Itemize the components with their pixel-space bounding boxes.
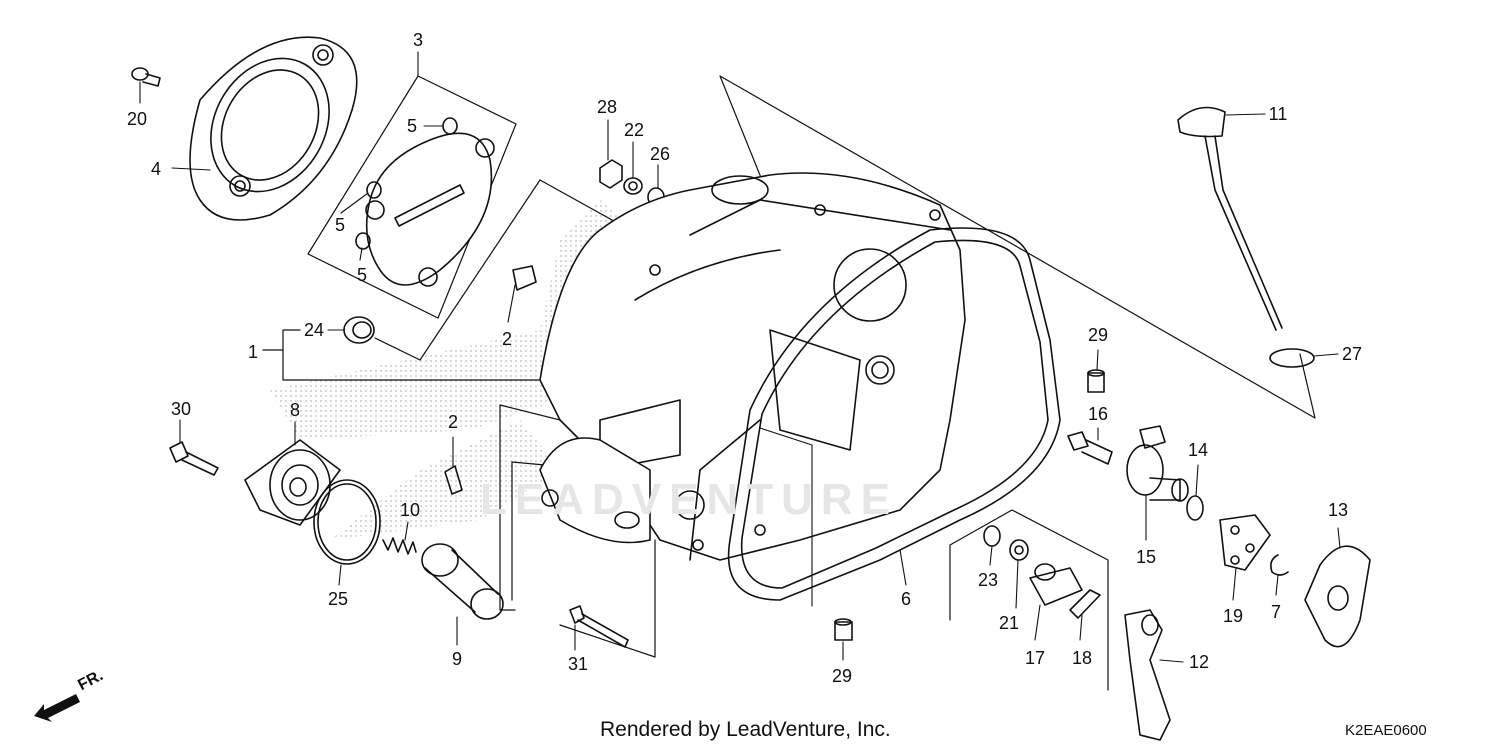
callout-23: 23 (977, 570, 999, 590)
callout-6: 6 (900, 589, 912, 609)
credit-text: Rendered by LeadVenture, Inc. (600, 718, 891, 741)
clutch-lifter-15 (1126, 425, 1189, 502)
circlip-7 (1270, 554, 1289, 576)
callout-1: 1 (247, 342, 259, 362)
callout-19: 19 (1222, 606, 1244, 626)
inner-plate-3 (365, 132, 495, 287)
bracket-17 (1029, 563, 1083, 606)
callout-10: 10 (399, 500, 421, 520)
callout-17: 17 (1024, 648, 1046, 668)
front-direction-arrow-icon (34, 694, 80, 722)
plate-19 (1219, 514, 1271, 571)
cam-plate-13 (1304, 545, 1371, 648)
callout-18: 18 (1071, 648, 1093, 668)
washer-5 (442, 117, 458, 135)
callout-5: 5 (356, 265, 368, 285)
washer-5b (366, 181, 382, 199)
clip-2a (512, 265, 537, 291)
callout-7: 7 (1270, 602, 1282, 622)
group-bracket-3 (307, 75, 517, 319)
callout-9: 9 (451, 649, 463, 669)
oil-filter-cap-8 (244, 439, 341, 526)
callout-28: 28 (596, 97, 618, 117)
callout-20: 20 (126, 109, 148, 129)
callout-11: 11 (1268, 104, 1288, 124)
callout-22: 22 (623, 120, 645, 140)
callout-24: 24 (303, 320, 325, 340)
lever-arm-12 (1124, 609, 1171, 741)
washer-21 (1009, 539, 1029, 561)
washer-5c (355, 232, 371, 250)
callout-16: 16 (1087, 404, 1109, 424)
bolt-31 (569, 605, 629, 648)
callout-25: 25 (327, 589, 349, 609)
callout-14: 14 (1187, 440, 1209, 460)
gasket-6 (727, 227, 1061, 601)
ring-14 (1186, 495, 1204, 521)
bolt-20 (131, 67, 161, 87)
o-ring-27 (1269, 348, 1315, 368)
callout-30: 30 (170, 399, 192, 419)
callout-13: 13 (1327, 500, 1349, 520)
callout-4: 4 (150, 159, 162, 179)
washer-23 (983, 525, 1001, 547)
nut-28 (599, 159, 623, 189)
spring-10 (382, 537, 417, 555)
diagram-code: K2EAE0600 (1345, 722, 1427, 739)
watermark: LEADVENTURE (480, 475, 899, 524)
callout-15: 15 (1135, 547, 1157, 567)
group-bracket-12 (949, 509, 1109, 691)
oil-filter-9 (421, 543, 504, 620)
dipstick-11 (1177, 106, 1283, 331)
bolt-30 (169, 441, 219, 476)
callout-27: 27 (1341, 344, 1363, 364)
callout-5: 5 (406, 116, 418, 136)
callout-2: 2 (501, 329, 513, 349)
callout-26: 26 (649, 144, 671, 164)
pin-18 (1069, 589, 1101, 619)
o-ring-25 (313, 479, 381, 565)
callout-3: 3 (412, 30, 424, 50)
callout-29: 29 (831, 666, 853, 686)
washer-22 (623, 177, 643, 195)
cover-boss (539, 437, 651, 544)
callout-21: 21 (998, 613, 1020, 633)
callout-2: 2 (447, 412, 459, 432)
callout-5: 5 (334, 215, 346, 235)
shading-region (330, 420, 560, 540)
clip-2b (444, 465, 463, 495)
crankcase-cover (539, 172, 966, 561)
bolt-16 (1067, 431, 1113, 465)
oil-seal-24 (343, 316, 375, 344)
callout-29: 29 (1087, 325, 1109, 345)
dowel-29a (1087, 369, 1105, 393)
cover-cap-4 (189, 36, 358, 221)
dowel-29b (834, 618, 853, 641)
group-bracket-1 (262, 329, 541, 381)
callout-8: 8 (289, 400, 301, 420)
callout-31: 31 (567, 654, 589, 674)
callout-12: 12 (1188, 652, 1210, 672)
